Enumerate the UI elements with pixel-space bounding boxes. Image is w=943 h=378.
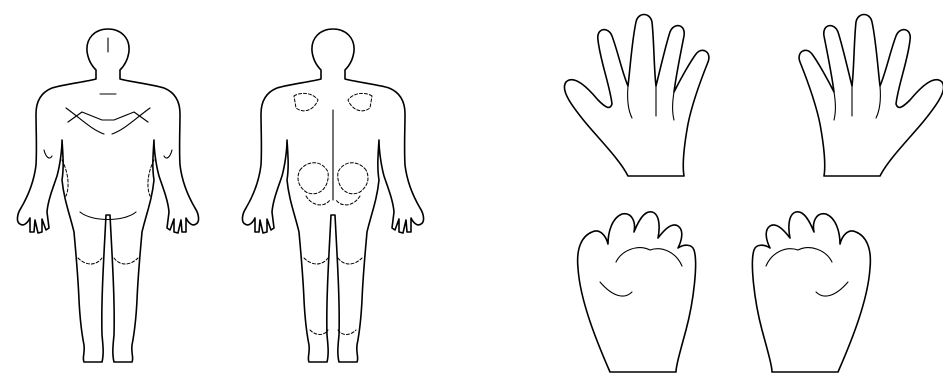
foot-left-sole-figure (578, 212, 696, 372)
hand-right-palm-figure (799, 15, 943, 177)
hand-left-palm-figure (564, 15, 709, 177)
body-front-figure (17, 29, 198, 362)
foot-right-sole-figure (752, 212, 870, 372)
body-back-figure (242, 29, 423, 362)
